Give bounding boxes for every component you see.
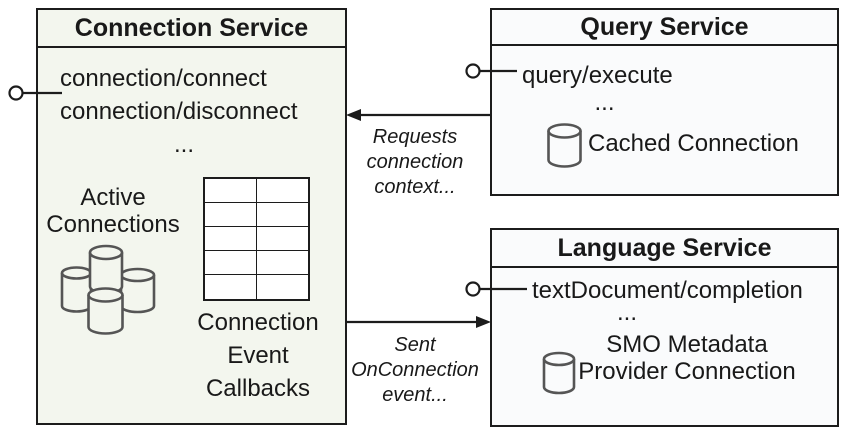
requests-line2: connection [366,151,464,173]
database-cylinder-icon [542,351,576,395]
active-connections-label: Active Connections [38,184,188,238]
database-cylinder-icon [60,266,93,313]
connection-event-callbacks-label: Connection Event Callbacks [178,306,338,405]
sent-line2: OnConnection [351,359,479,381]
method-connection-connect: connection/connect [60,65,267,92]
table-cell [256,251,308,275]
smo-line1: SMO Metadata [606,331,768,358]
callback-table-icon [203,177,310,301]
active-connections-line1: Active [80,184,146,211]
smo-metadata-provider-label: SMO Metadata Provider Connection [537,331,837,385]
language-methods-ellipsis: ... [616,299,637,326]
database-cluster-icon [60,244,156,335]
requests-connection-context-arrow [346,109,491,121]
table-cell [205,227,257,251]
sent-onconnection-event-label: Sent OnConnection event... [340,333,490,408]
table-cell [205,251,257,275]
table-cell [205,179,257,203]
database-cylinder-icon [88,244,124,295]
table-cell [257,275,309,299]
connection-methods: connection/connect connection/disconnect [60,62,298,128]
query-service-box: Query Service query/execute ... Cached C… [490,8,839,196]
query-service-title: Query Service [492,10,837,46]
smo-line2: Provider Connection [578,358,796,385]
cached-connection-label: Cached Connection [588,130,799,157]
method-textdocument-completion: textDocument/completion [532,277,803,304]
database-cylinder-icon [87,287,124,335]
requests-connection-context-label: Requests connection context... [340,125,490,200]
table-cell [205,203,257,227]
method-query-execute: query/execute [522,62,673,89]
database-cylinder-icon [119,267,156,314]
callbacks-line3: Callbacks [205,375,311,402]
callbacks-line2: Event [227,342,289,369]
language-service-box: Language Service textDocument/completion… [490,228,839,427]
requests-line3: context... [374,176,456,198]
language-service-title: Language Service [492,230,837,268]
requests-line1: Requests [372,126,458,148]
method-connection-disconnect: connection/disconnect [60,98,298,125]
sent-line1: Sent [394,334,436,356]
table-cell [205,275,257,299]
active-connections-line2: Connections [46,211,180,238]
database-cylinder-icon [547,123,582,168]
table-cell [256,203,308,227]
callbacks-line1: Connection [197,309,319,336]
table-cell [256,227,308,251]
connection-methods-ellipsis: ... [173,131,194,158]
query-methods-ellipsis: ... [594,89,615,116]
table-cell [256,179,308,203]
connection-service-box: Connection Service connection/connect co… [36,8,347,425]
sent-onconnection-event-arrow [346,316,491,328]
connection-service-title: Connection Service [38,10,345,48]
sent-line3: event... [382,384,448,406]
